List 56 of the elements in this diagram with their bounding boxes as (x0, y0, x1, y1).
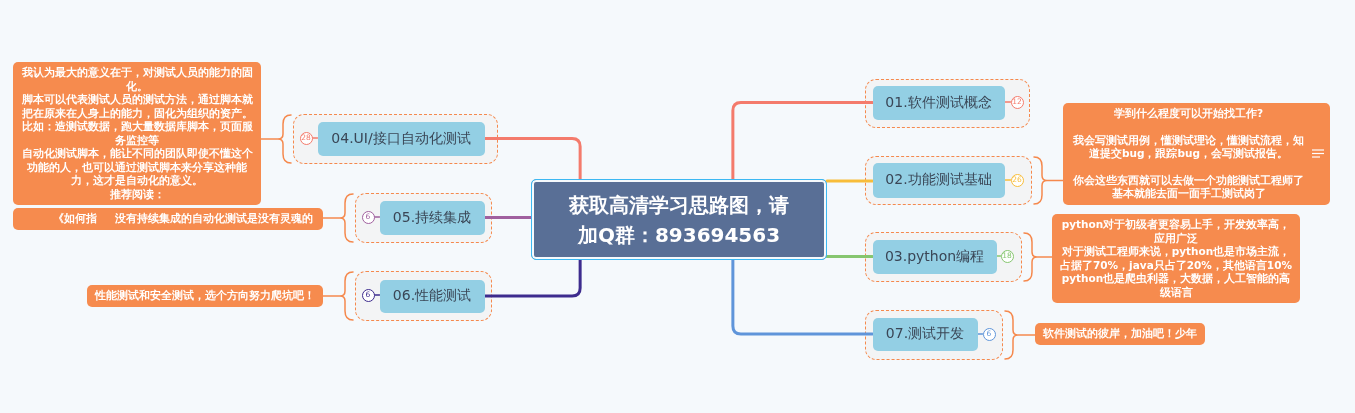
note-card (1035, 323, 1205, 345)
branch-topic: 02.功能测试基础 (872, 162, 1005, 198)
connector-line (976, 333, 984, 335)
brace-connector (1033, 156, 1064, 205)
note-text: python对于初级者更容易上手，开发效率高，应用广泛 (1060, 218, 1292, 245)
central-topic: 获取高清学习思路图，请加Q群：893694563 (531, 179, 827, 260)
branch-topic: 07.测试开发 (872, 317, 978, 351)
branch-line (483, 216, 533, 219)
branch-topic: 03.python编程 (872, 239, 997, 274)
note-card (13, 62, 261, 205)
branch-line (731, 258, 874, 336)
note-text: 脚本可以代表测试人员的测试方法，通过脚本就把在原来在人身上的能力，固化为组织的资产。 (20, 93, 254, 120)
note-text: 我认为最大的意义在于，对测试人员的能力的固化。 (20, 66, 254, 93)
branch-topic: 01.软件测试概念 (872, 85, 1005, 120)
dashed-boundary (865, 79, 1030, 128)
dashed-boundary (355, 271, 492, 321)
note-text: 推荐阅读： (108, 187, 166, 201)
branch-topic: 06.性能测试 (379, 279, 485, 313)
dashed-boundary (865, 232, 1022, 282)
branch-topic: 04.UI/接口自动化测试 (317, 121, 485, 156)
dashed-boundary (355, 193, 492, 243)
note-text: 比如：造测试数据，跑大量数据库脚本，页面服务监控等 (20, 120, 254, 147)
connector-line (1003, 179, 1012, 181)
dashed-boundary (865, 310, 1003, 360)
dashed-boundary (293, 114, 498, 164)
branch-line (483, 137, 582, 181)
branch-topic: 05.持续集成 (379, 200, 485, 235)
note-text: 学到什么程度可以开始找工作? (1112, 107, 1265, 121)
branch-line (483, 258, 582, 298)
connector-line (311, 137, 319, 139)
note-text: 《如何指 (53, 212, 97, 226)
note-card (13, 208, 323, 230)
branch-line (825, 255, 874, 258)
connector-line (373, 216, 381, 218)
note-text: 软件测试的彼岸，加油吧！少年 (1042, 327, 1198, 341)
brace-connector (260, 114, 292, 164)
brace-connector (322, 271, 354, 321)
branch-line (731, 101, 874, 181)
note-text: 自动化测试脚本，能让不同的团队即使不懂这个功能的人，也可以通过测试脚本来分享这种能力，这才是自动化的意义。 (20, 147, 254, 188)
note-text: 我会写测试用例，懂测试理论，懂测试流程，知道提交bug，跟踪bug，会写测试报告。 (1072, 133, 1305, 161)
branch-line (825, 179, 874, 183)
note-text: python也是爬虫利器，大数据，人工智能的高级语言 (1060, 272, 1292, 299)
brace-connector (1023, 232, 1053, 282)
note-text: 没有持续集成的自动化测试是没有灵魂的 (115, 212, 313, 226)
note-text: 性能测试和安全测试，选个方向努力爬坑吧！ (93, 289, 316, 303)
note-text: 你会这些东西就可以去做一个功能测试工程师了 (1072, 173, 1305, 187)
brace-connector (1004, 310, 1036, 360)
note-card (87, 285, 323, 307)
connector-line (1003, 101, 1012, 103)
brace-connector (322, 193, 354, 243)
note-card (1052, 214, 1300, 303)
dashed-boundary (865, 156, 1032, 205)
note-text: 基本就能去面一面手工测试岗了 (1110, 187, 1267, 201)
note-card (1063, 103, 1330, 205)
connector-line (995, 255, 1002, 257)
connector-line (373, 294, 381, 296)
